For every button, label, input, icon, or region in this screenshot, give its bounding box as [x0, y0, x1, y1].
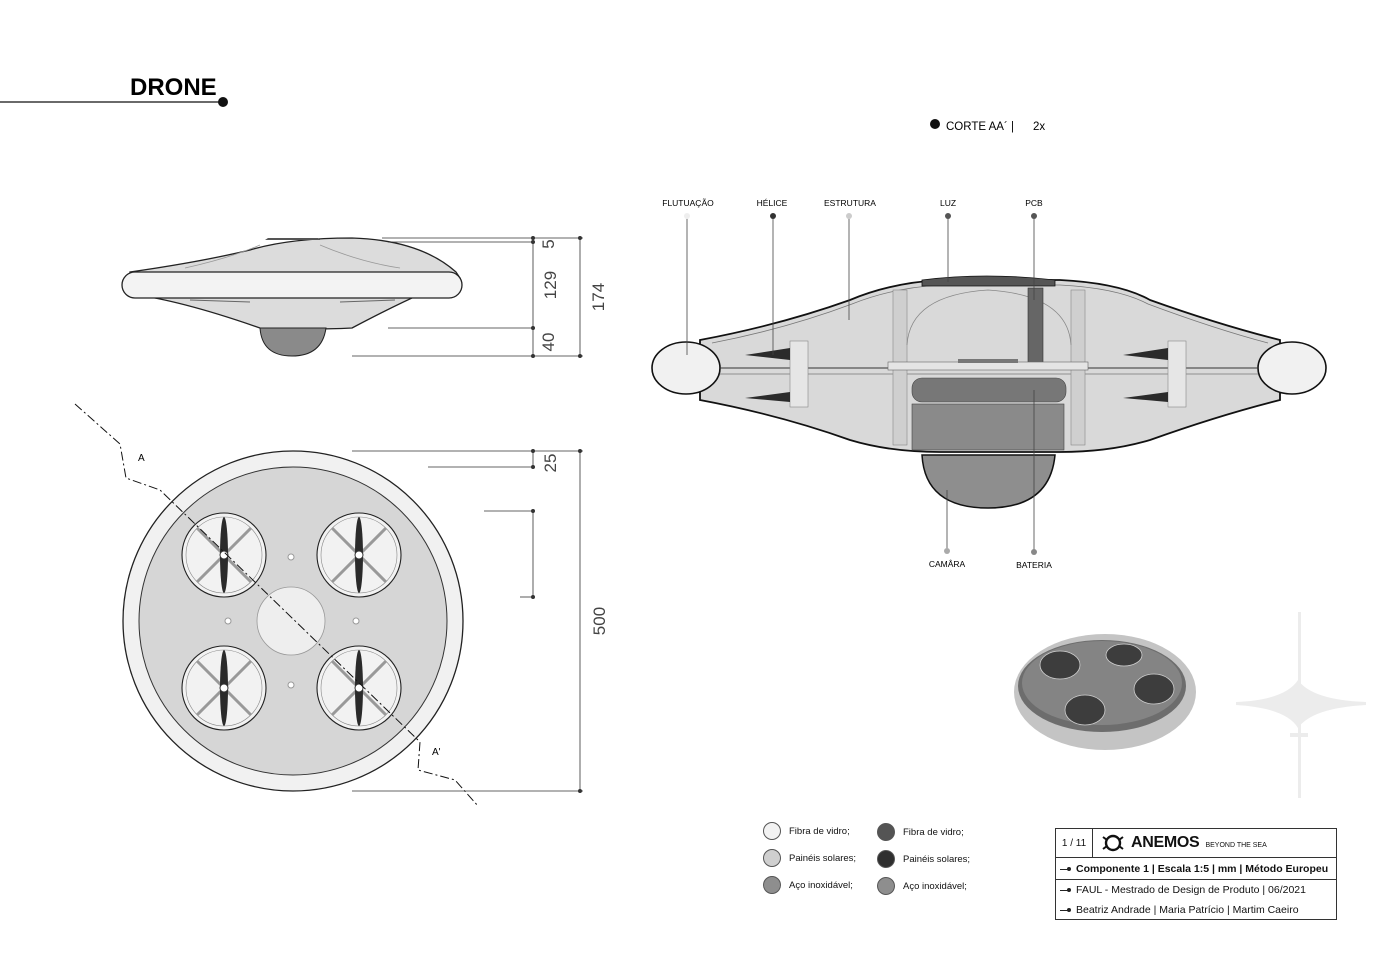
rotor [181, 512, 267, 598]
swatch-icon [877, 877, 895, 895]
top-view: A A' 25 500 [74, 403, 609, 807]
swatch-icon [877, 823, 895, 841]
authors-text: Beatriz Andrade | Maria Patrício | Marti… [1076, 904, 1299, 916]
legend-item: Aço inoxidável; [763, 876, 853, 894]
rotor [181, 645, 267, 731]
bullet-icon [1060, 886, 1072, 894]
brand: ANEMOS BEYOND THE SEA [1093, 834, 1267, 852]
legend-item: Aço inoxidável; [877, 877, 967, 895]
callout-luz: LUZ [940, 198, 956, 208]
callout-camara: CAMÂRA [929, 559, 966, 569]
school-line: FAUL - Mestrado de Design de Produto | 0… [1056, 880, 1336, 900]
swatch-icon [877, 850, 895, 868]
brand-name: ANEMOS [1131, 834, 1200, 851]
title-rule-dot [218, 97, 228, 107]
title-block: 1 / 11 ANEMOS BEYOND THE SEA Componente … [1055, 828, 1337, 920]
dim-5: 5 [539, 239, 558, 248]
rotor-group [181, 512, 402, 731]
rotor [316, 512, 402, 598]
callout-flutuacao: FLUTUAÇÃO [662, 198, 714, 208]
dim-25: 25 [541, 454, 560, 473]
legend-label: Painéis solares; [903, 853, 971, 865]
legend-label: Fibra de vidro; [789, 825, 850, 837]
callout-helice: HÉLICE [757, 198, 788, 208]
dim-40: 40 [539, 333, 558, 352]
page-number: 1 / 11 [1056, 829, 1093, 857]
dim-129: 129 [541, 271, 560, 299]
brand-tagline: BEYOND THE SEA [1205, 841, 1267, 849]
dim-174: 174 [589, 283, 608, 311]
legend-item: Painéis solares; [877, 850, 970, 868]
legend-label: Aço inoxidável; [789, 879, 853, 891]
section-view: CORTE AA´ | 2x [651, 119, 1327, 570]
drone-render [1014, 634, 1196, 750]
callout-estrutura: ESTRUTURA [824, 198, 876, 208]
legend-item: Fibra de vidro; [877, 823, 964, 841]
watermark-figure [1236, 612, 1366, 798]
section-mark-a: A [138, 453, 145, 464]
title-block-header: 1 / 11 ANEMOS BEYOND THE SEA [1056, 829, 1336, 858]
page-title: DRONE [130, 74, 217, 101]
authors-line: Beatriz Andrade | Maria Patrício | Marti… [1056, 900, 1336, 920]
bullet-icon [1060, 865, 1072, 873]
legend-item: Painéis solares; [763, 849, 856, 867]
bullet-icon [1060, 906, 1072, 914]
legend-label: Aço inoxidável; [903, 880, 967, 892]
legend-label: Fibra de vidro; [903, 826, 964, 838]
section-mark-a-prime: A' [432, 747, 441, 758]
callout-bateria: BATERIA [1016, 560, 1052, 570]
section-scale: 2x [1033, 121, 1045, 133]
anemos-logo-icon [1102, 834, 1124, 852]
swatch-icon [763, 822, 781, 840]
section-label: CORTE AA´ | [946, 121, 1014, 133]
side-view: 5 129 40 174 [121, 236, 608, 358]
spec-text: Componente 1 | Escala 1:5 | mm | Método … [1076, 862, 1329, 875]
legend-label: Painéis solares; [789, 852, 857, 864]
school-text: FAUL - Mestrado de Design de Produto | 0… [1076, 884, 1306, 896]
legend-item: Fibra de vidro; [763, 822, 850, 840]
dim-500: 500 [590, 607, 609, 635]
spec-line: Componente 1 | Escala 1:5 | mm | Método … [1056, 858, 1336, 880]
callout-pcb: PCB [1025, 198, 1043, 208]
rotor [316, 645, 402, 731]
swatch-icon [763, 876, 781, 894]
swatch-icon [763, 849, 781, 867]
